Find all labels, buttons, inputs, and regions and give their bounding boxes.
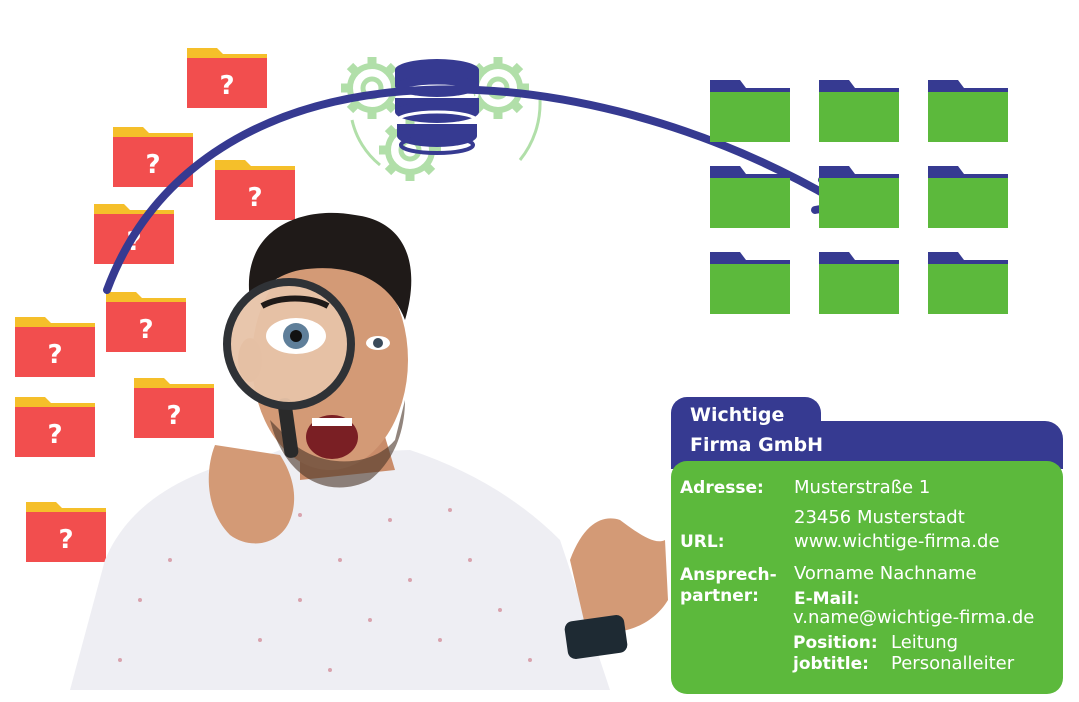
email-link[interactable]: v.name@wichtige-firma.de bbox=[793, 607, 1035, 628]
email-label: E-Mail: bbox=[794, 589, 860, 609]
address-street: Musterstraße 1 bbox=[794, 477, 931, 498]
folder-icon bbox=[710, 166, 790, 228]
folder-question-icon bbox=[134, 378, 214, 438]
folder-icon bbox=[819, 80, 899, 142]
company-name-line-1: Wichtige bbox=[690, 404, 785, 426]
company-name-line-2: Firma GmbH bbox=[690, 434, 823, 456]
address-label: Adresse: bbox=[680, 478, 764, 498]
folder-icon bbox=[928, 166, 1008, 228]
company-card bbox=[671, 461, 1063, 694]
folder-question-icon bbox=[106, 292, 186, 352]
folder-icon bbox=[710, 80, 790, 142]
contact-label-2: partner: bbox=[680, 586, 759, 606]
folder-question-icon bbox=[187, 48, 267, 108]
position-label: Position: bbox=[793, 633, 878, 653]
jobtitle-value: Personalleiter bbox=[891, 653, 1015, 674]
folder-icon bbox=[819, 166, 899, 228]
contact-label: Ansprech- bbox=[680, 565, 777, 585]
database-icon bbox=[395, 59, 479, 155]
folder-question-icon bbox=[15, 317, 95, 377]
gear-icon bbox=[341, 57, 542, 181]
man-with-magnifying-glass bbox=[70, 212, 668, 690]
folder-icon bbox=[928, 80, 1008, 142]
url-label: URL: bbox=[680, 532, 725, 552]
address-city: 23456 Musterstadt bbox=[794, 507, 965, 528]
url-link[interactable]: www.wichtige-firma.de bbox=[794, 531, 1000, 552]
contact-name: Vorname Nachname bbox=[794, 563, 977, 584]
folder-question-icon bbox=[215, 160, 295, 220]
position-value: Leitung bbox=[891, 632, 959, 653]
folder-question-icon bbox=[26, 502, 106, 562]
folder-icon bbox=[819, 252, 899, 314]
folder-icon bbox=[928, 252, 1008, 314]
folder-question-icon bbox=[15, 397, 95, 457]
jobtitle-label: jobtitle: bbox=[793, 654, 869, 674]
folder-icon bbox=[710, 252, 790, 314]
